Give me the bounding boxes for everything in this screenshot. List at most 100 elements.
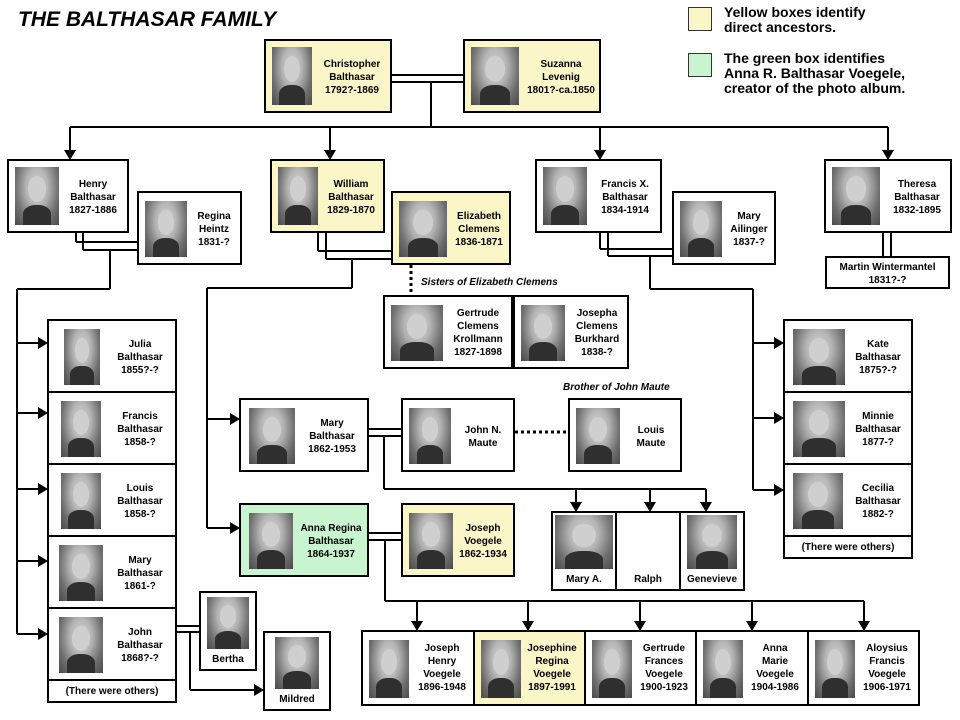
person-label: Mary Ailinger 1837-?	[730, 211, 768, 248]
person-joseph-henry-voegele: Joseph Henry Voegele 1896-1948	[361, 630, 475, 706]
portrait-photo	[249, 408, 295, 464]
others-note-francis: (There were others)	[783, 535, 913, 559]
person-minnie-balthasar: Minnie Balthasar 1877-?	[783, 391, 913, 465]
person-label: Theresa Balthasar 1832-1895	[893, 179, 941, 216]
person-mary-a: Mary A.	[551, 511, 617, 591]
portrait-photo	[815, 640, 855, 698]
portrait-photo	[391, 305, 443, 361]
portrait-photo	[793, 401, 845, 457]
person-label: Regina Heintz 1831-?	[197, 211, 231, 248]
person-label: Martin Wintermantel 1831?-?	[839, 262, 936, 286]
person-label: Bertha	[212, 654, 244, 665]
others-label: (There were others)	[65, 686, 159, 697]
person-label: Gertrude Clemens Krollmann 1827-1898	[453, 308, 503, 358]
person-joseph-voegele: Joseph Voegele 1862-1934	[401, 503, 515, 577]
portrait-photo	[793, 329, 845, 385]
portrait-photo	[275, 637, 319, 689]
portrait-photo	[703, 640, 743, 698]
person-label: Mary Balthasar 1861-?	[117, 555, 163, 592]
person-label: Mary A.	[566, 574, 602, 585]
others-label: (There were others)	[801, 542, 895, 553]
person-label: Joseph Voegele 1862-1934	[459, 523, 507, 560]
legend-yellow-text: Yellow boxes identify direct ancestors.	[724, 4, 866, 35]
person-label: Josepha Clemens Burkhard 1838-?	[574, 308, 620, 358]
person-anna-marie-voegele: Anna Marie Voegele 1904-1986	[695, 630, 809, 706]
portrait-photo	[278, 167, 318, 225]
person-william-balthasar: William Balthasar 1829-1870	[270, 159, 385, 233]
person-francis-x-balthasar: Francis X. Balthasar 1834-1914	[535, 159, 662, 233]
portrait-photo	[555, 515, 613, 569]
legend-yellow-swatch	[688, 7, 712, 31]
person-mary-ailinger: Mary Ailinger 1837-?	[672, 191, 776, 265]
person-label: Francis Balthasar 1858-?	[117, 411, 163, 448]
person-henry-balthasar: Henry Balthasar 1827-1886	[7, 159, 129, 233]
portrait-photo	[145, 201, 187, 257]
portrait-photo	[687, 515, 737, 569]
person-regina-heintz: Regina Heintz 1831-?	[137, 191, 242, 265]
person-label: Mary Balthasar 1862-1953	[308, 418, 356, 455]
person-label: Mildred	[279, 694, 315, 705]
portrait-photo	[64, 329, 100, 385]
person-mildred: Mildred	[263, 631, 331, 711]
person-label: John N. Maute	[464, 425, 502, 449]
person-christopher-balthasar: Christopher Balthasar 1792?-1869	[264, 39, 392, 113]
portrait-photo	[592, 640, 632, 698]
person-mary-balthasar-1861: Mary Balthasar 1861-?	[47, 535, 177, 609]
person-label: Christopher Balthasar 1792?-1869	[323, 59, 381, 96]
person-josephine-regina-voegele: Josephine Regina Voegele 1897-1991	[473, 630, 586, 706]
portrait-photo	[619, 515, 677, 569]
person-label: John Balthasar 1868?-?	[117, 627, 163, 664]
person-julia-balthasar: Julia Balthasar 1855?-?	[47, 319, 177, 393]
person-label: Louis Balthasar 1858-?	[117, 483, 163, 520]
person-label: Suzanna Levenig 1801?-ca.1850	[527, 59, 595, 96]
person-kate-balthasar: Kate Balthasar 1875?-?	[783, 319, 913, 393]
person-label: Gertrude Frances Voegele 1900-1923	[640, 643, 688, 693]
person-bertha: Bertha	[199, 591, 257, 671]
portrait-photo	[61, 473, 101, 529]
person-label: Aloysius Francis Voegele 1906-1971	[863, 643, 911, 693]
person-label: Cecilia Balthasar 1882-?	[855, 483, 901, 520]
person-label: Louis Maute	[636, 425, 666, 449]
person-label: Anna Regina Balthasar 1864-1937	[300, 523, 362, 560]
person-francis-balthasar: Francis Balthasar 1858-?	[47, 391, 177, 465]
portrait-photo	[409, 513, 453, 569]
portrait-photo	[249, 513, 293, 569]
portrait-photo	[15, 167, 59, 225]
person-mary-balthasar-1862: Mary Balthasar 1862-1953	[239, 398, 369, 472]
note-brother: Brother of John Maute	[563, 382, 670, 393]
portrait-photo	[61, 401, 101, 457]
person-label: Francis X. Balthasar 1834-1914	[601, 179, 649, 216]
person-label: Kate Balthasar 1875?-?	[855, 339, 901, 376]
person-label: Julia Balthasar 1855?-?	[117, 339, 163, 376]
portrait-photo	[399, 201, 447, 257]
note-sisters: Sisters of Elizabeth Clemens	[421, 277, 558, 288]
person-cecilia-balthasar: Cecilia Balthasar 1882-?	[783, 463, 913, 537]
person-gertrude-frances-voegele: Gertrude Frances Voegele 1900-1923	[584, 630, 697, 706]
person-label: Joseph Henry Voegele 1896-1948	[418, 643, 466, 693]
person-martin-wintermantel: Martin Wintermantel 1831?-?	[825, 256, 950, 289]
person-theresa-balthasar: Theresa Balthasar 1832-1895	[824, 159, 952, 233]
portrait-photo	[409, 408, 451, 464]
legend-green-swatch	[688, 53, 712, 77]
page-title: THE BALTHASAR FAMILY	[18, 8, 277, 31]
portrait-photo	[207, 597, 249, 649]
portrait-photo	[576, 408, 620, 464]
person-anna-regina-balthasar: Anna Regina Balthasar 1864-1937	[239, 503, 369, 577]
person-aloysius-francis-voegele: Aloysius Francis Voegele 1906-1971	[807, 630, 920, 706]
person-suzanna-levenig: Suzanna Levenig 1801?-ca.1850	[463, 39, 601, 113]
others-note-henry: (There were others)	[47, 679, 177, 703]
portrait-photo	[521, 305, 565, 361]
portrait-photo	[471, 47, 519, 105]
portrait-photo	[793, 473, 843, 529]
person-label: Elizabeth Clemens 1836-1871	[455, 211, 503, 248]
person-genevieve: Genevieve	[679, 511, 745, 591]
person-label: William Balthasar 1829-1870	[327, 179, 375, 216]
portrait-photo	[481, 640, 521, 698]
person-louis-balthasar: Louis Balthasar 1858-?	[47, 463, 177, 537]
person-john-n-maute: John N. Maute	[401, 398, 515, 472]
legend-green-text: The green box identifies Anna R. Balthas…	[724, 50, 906, 96]
portrait-photo	[369, 640, 409, 698]
person-label: Genevieve	[686, 574, 738, 585]
portrait-photo	[680, 201, 722, 257]
